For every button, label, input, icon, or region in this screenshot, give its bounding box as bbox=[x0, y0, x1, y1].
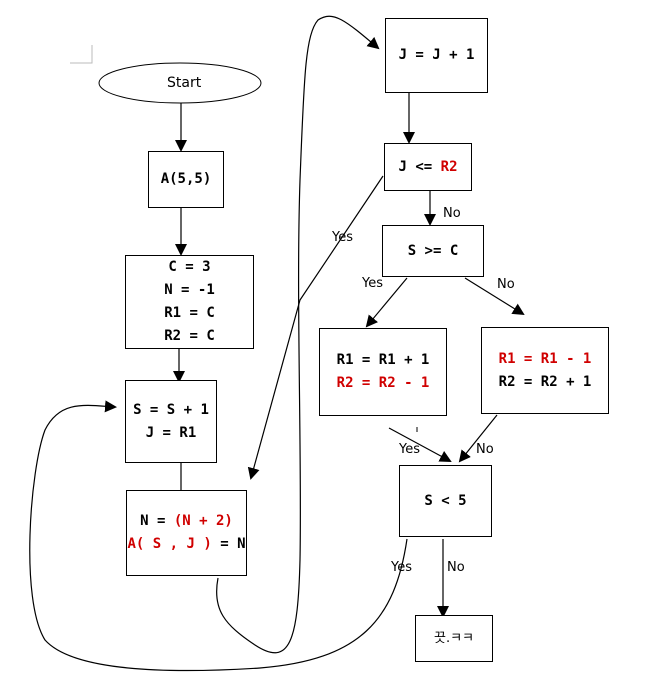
label-j-no: No bbox=[443, 206, 461, 221]
left-update-box: R1 = R1 + 1 R2 = R2 - 1 bbox=[319, 328, 447, 416]
edge-scond-yes bbox=[365, 277, 408, 328]
s-increment-line-1: S = S + 1 bbox=[133, 401, 209, 418]
end-text: 끗.ㅋㅋ bbox=[433, 631, 474, 646]
init-box: C = 3 N = -1 R1 = C R2 = C bbox=[125, 255, 254, 349]
right-update-line-1: R1 = R1 - 1 bbox=[498, 350, 592, 367]
array-init-text: A(5,5) bbox=[160, 171, 212, 187]
assign-box: N = (N + 2) A( S , J ) = N bbox=[126, 490, 247, 576]
init-line-3: R1 = C bbox=[164, 305, 215, 321]
edge-right-to-loop bbox=[458, 414, 498, 463]
j-increment-text: J = J + 1 bbox=[398, 47, 475, 63]
j-condition-box: J <= R2 bbox=[384, 143, 472, 191]
j-increment-box: J = J + 1 bbox=[385, 18, 488, 93]
right-update-box: R1 = R1 - 1 R2 = R2 + 1 bbox=[481, 327, 609, 414]
label-loop-yes: Yes bbox=[391, 560, 412, 575]
loop-condition-text: S < 5 bbox=[424, 492, 467, 509]
corner-mark bbox=[70, 45, 93, 64]
label-merge-yes: Yes bbox=[399, 442, 420, 457]
edge-loop-yes bbox=[29, 400, 408, 672]
init-line-1: C = 3 bbox=[168, 259, 211, 275]
start-label: Start bbox=[167, 75, 202, 91]
assign-line-2: A( S , J ) = N bbox=[127, 536, 246, 552]
loop-condition-box: S < 5 bbox=[399, 465, 492, 537]
array-init-box: A(5,5) bbox=[148, 151, 224, 208]
right-update-line-2: R2 = R2 + 1 bbox=[498, 373, 592, 390]
label-j-yes: Yes bbox=[332, 230, 353, 245]
j-condition-text: J <= R2 bbox=[398, 158, 458, 175]
s-increment-line-2: J = R1 bbox=[145, 424, 197, 441]
label-loop-no: No bbox=[447, 560, 465, 575]
assign-line-1: N = (N + 2) bbox=[140, 513, 233, 529]
label-merge-no: No bbox=[476, 442, 494, 457]
start-ellipse bbox=[98, 62, 262, 104]
s-condition-text: S >= C bbox=[407, 242, 459, 259]
end-box: 끗.ㅋㅋ bbox=[415, 615, 493, 662]
edge-scond-no bbox=[464, 277, 525, 316]
init-line-4: R2 = C bbox=[164, 328, 215, 344]
label-s-yes: Yes bbox=[362, 276, 383, 291]
s-increment-box: S = S + 1 J = R1 bbox=[125, 380, 217, 463]
edge-left-to-loop bbox=[388, 427, 452, 462]
label-s-no: No bbox=[497, 277, 515, 292]
left-update-line-1: R1 = R1 + 1 bbox=[336, 352, 430, 368]
init-line-2: N = -1 bbox=[164, 282, 215, 298]
edge-jcond-yes bbox=[247, 175, 384, 480]
left-update-line-2: R2 = R2 - 1 bbox=[336, 375, 430, 391]
edge-assign-to-jinc bbox=[216, 15, 380, 654]
s-condition-box: S >= C bbox=[382, 225, 484, 277]
